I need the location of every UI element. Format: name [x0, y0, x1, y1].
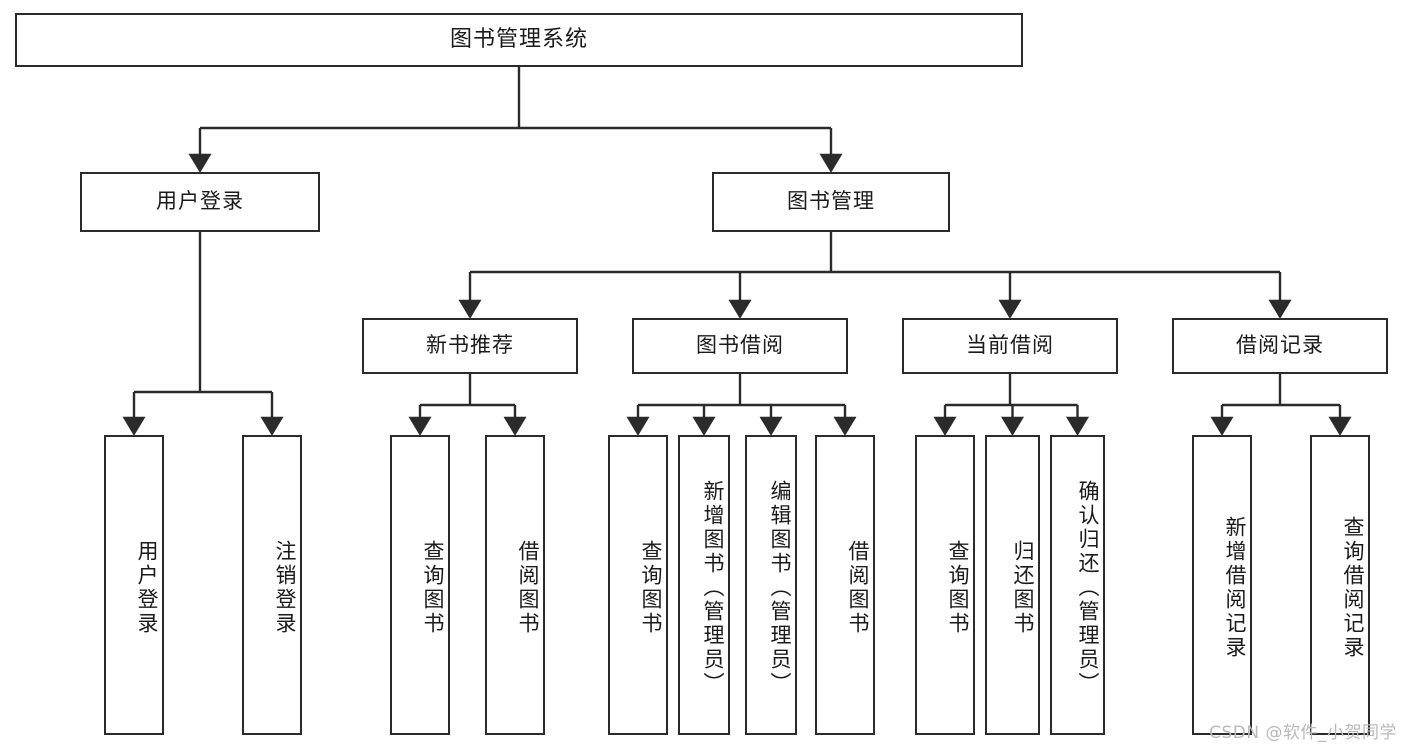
node-leaf-query-book-3[interactable]: 查询图书	[915, 435, 975, 735]
node-leaf-user-login[interactable]: 用户登录	[104, 435, 164, 735]
node-leaf-confirm-return[interactable]: 确认归还（管理员）	[1050, 435, 1105, 735]
node-user-login[interactable]: 用户登录	[80, 172, 320, 232]
node-label: 查询图书	[639, 540, 663, 636]
node-leaf-edit-book[interactable]: 编辑图书（管理员）	[745, 435, 797, 735]
node-label: 注销登录	[273, 540, 297, 636]
node-label: 新书推荐	[426, 333, 514, 358]
node-book-manage[interactable]: 图书管理	[712, 172, 950, 232]
node-new-book-recommend[interactable]: 新书推荐	[362, 318, 578, 374]
node-root[interactable]: 图书管理系统	[15, 13, 1023, 67]
node-label: 新增图书（管理员）	[701, 480, 725, 696]
node-label: 图书管理	[787, 189, 875, 214]
node-leaf-return-book[interactable]: 归还图书	[985, 435, 1040, 735]
node-leaf-add-book[interactable]: 新增图书（管理员）	[678, 435, 730, 735]
node-label: 查询借阅记录	[1341, 516, 1365, 660]
node-leaf-query-book-1[interactable]: 查询图书	[390, 435, 450, 735]
node-leaf-borrow-book-1[interactable]: 借阅图书	[485, 435, 545, 735]
node-borrow-record[interactable]: 借阅记录	[1172, 318, 1388, 374]
node-label: 借阅记录	[1236, 333, 1324, 358]
node-leaf-add-record[interactable]: 新增借阅记录	[1192, 435, 1252, 735]
node-label: 归还图书	[1011, 540, 1035, 636]
node-label: 借阅图书	[516, 540, 540, 636]
node-label: 图书管理系统	[449, 26, 588, 52]
node-label: 借阅图书	[846, 540, 870, 636]
node-current-borrow[interactable]: 当前借阅	[902, 318, 1118, 374]
node-label: 图书借阅	[696, 333, 784, 358]
node-leaf-logout[interactable]: 注销登录	[242, 435, 302, 735]
node-label: 新增借阅记录	[1223, 516, 1247, 660]
node-label: 用户登录	[156, 189, 244, 214]
node-label: 编辑图书（管理员）	[768, 480, 792, 696]
node-label: 确认归还（管理员）	[1076, 480, 1100, 696]
node-label: 查询图书	[421, 540, 445, 636]
node-leaf-borrow-book-2[interactable]: 借阅图书	[815, 435, 875, 735]
node-book-borrow[interactable]: 图书借阅	[632, 318, 848, 374]
watermark-text: CSDN @软件_小贺同学	[1209, 723, 1397, 743]
node-leaf-query-book-2[interactable]: 查询图书	[608, 435, 668, 735]
node-leaf-query-record[interactable]: 查询借阅记录	[1310, 435, 1370, 735]
node-label: 用户登录	[135, 540, 159, 636]
node-label: 当前借阅	[966, 333, 1054, 358]
node-label: 查询图书	[946, 540, 970, 636]
